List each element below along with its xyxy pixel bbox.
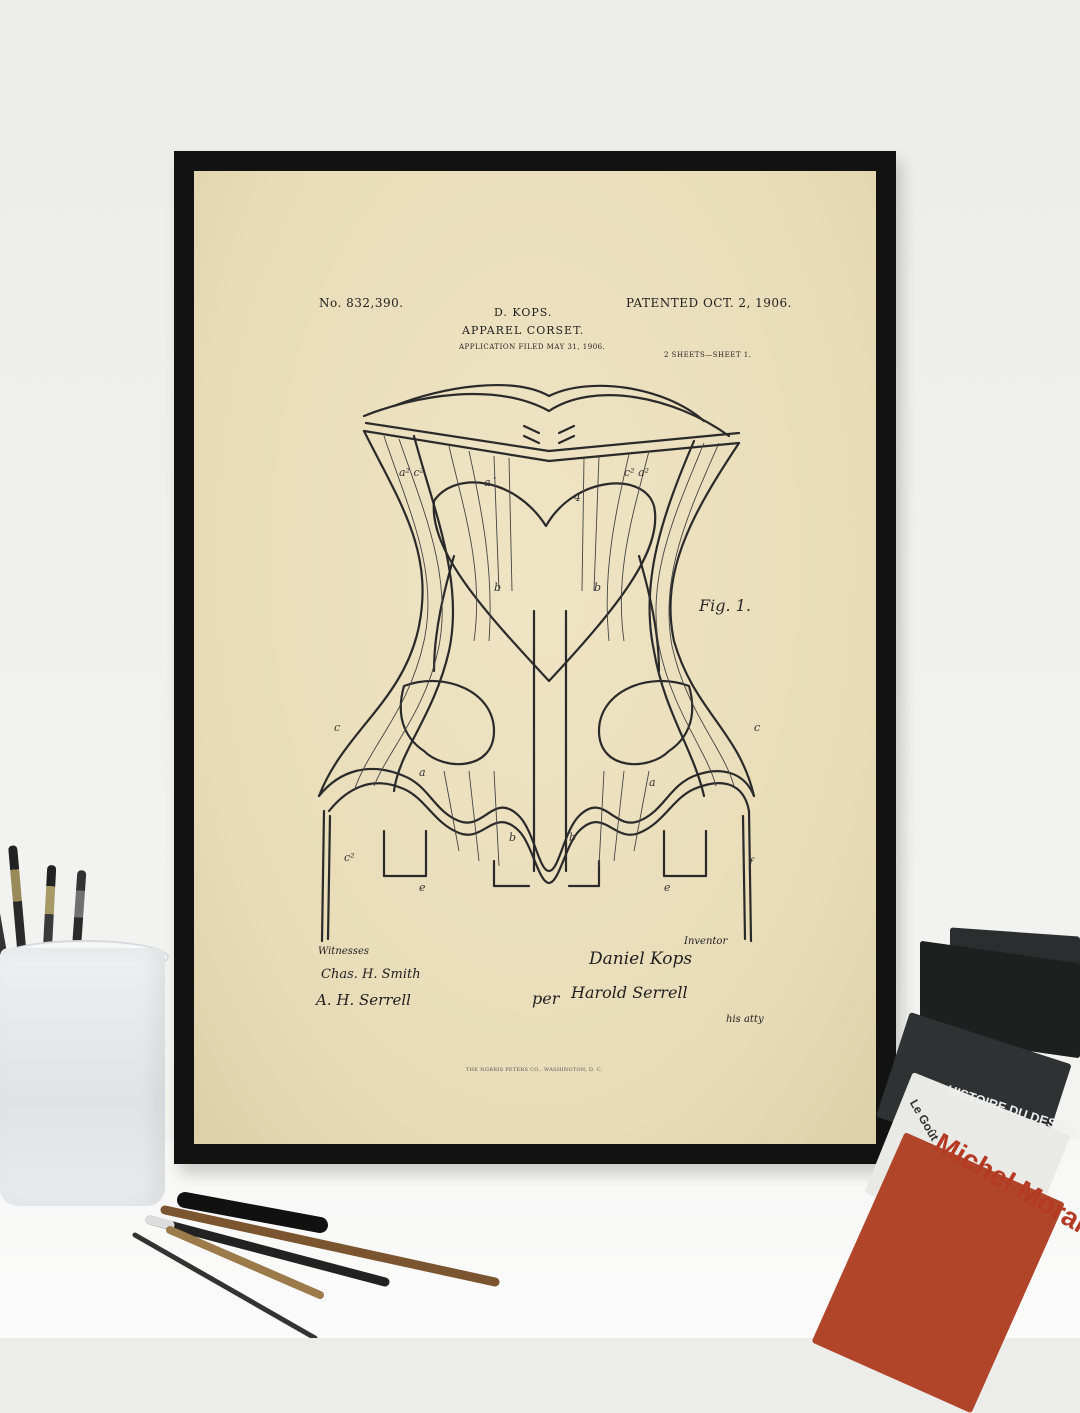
- svg-text:b: b: [569, 831, 576, 844]
- witness-signature-2: A. H. Serrell: [316, 991, 411, 1009]
- patent-paper: No. 832,390. PATENTED OCT. 2, 1906. D. K…: [194, 171, 876, 1144]
- patent-date: PATENTED OCT. 2, 1906.: [626, 296, 792, 310]
- attorney-signature: Harold Serrell: [571, 983, 688, 1002]
- svg-text:a: a: [649, 776, 656, 789]
- patent-sheets: 2 SHEETS—SHEET 1.: [664, 351, 752, 359]
- patent-filed-date: APPLICATION FILED MAY 31, 1906.: [459, 343, 606, 351]
- poster-frame: No. 832,390. PATENTED OCT. 2, 1906. D. K…: [174, 151, 896, 1164]
- svg-text:c²: c²: [344, 851, 355, 864]
- inventor-signature: Daniel Kops: [589, 949, 693, 969]
- pencil-icon: [160, 1205, 500, 1287]
- figure-label: Fig. 1.: [698, 596, 751, 615]
- svg-text:c: c: [754, 721, 760, 734]
- svg-text:b: b: [594, 581, 601, 594]
- printer-footer: THE NORRIS PETERS CO., WASHINGTON, D. C.: [466, 1067, 603, 1073]
- pencils: [132, 1192, 500, 1338]
- book-stack: HISTOIRE DU DESIGN Michel Moran Le Goût: [811, 927, 1080, 1413]
- svg-text:4: 4: [573, 491, 581, 504]
- svg-text:e: e: [664, 881, 671, 894]
- pencil-icon: [166, 1226, 324, 1299]
- patent-title: APPAREL CORSET.: [462, 324, 585, 337]
- svg-text:a´: a´: [484, 476, 497, 489]
- patent-number: No. 832,390.: [319, 296, 404, 310]
- witness-signature-1: Chas. H. Smith: [321, 967, 421, 982]
- svg-text:b: b: [509, 831, 516, 844]
- pencil-icon: [145, 1215, 175, 1230]
- attorney-abbrev: his atty: [726, 1014, 764, 1025]
- brush-cup: [0, 948, 165, 1206]
- pencil-icon: [177, 1192, 328, 1233]
- patent-inventor-name: D. KOPS.: [494, 306, 553, 319]
- svg-text:c² a²: c² a²: [624, 466, 649, 479]
- svg-text:c: c: [334, 721, 340, 734]
- corset-drawing: a² c² a´ c² a² 4 b b a a b b c c c² f e …: [317, 383, 760, 943]
- pencil-icon: [145, 1215, 390, 1287]
- pencil-icon: [132, 1232, 318, 1338]
- svg-text:b: b: [494, 581, 501, 594]
- per-label: per: [532, 989, 560, 1008]
- svg-text:a² c²: a² c²: [399, 466, 424, 479]
- svg-text:f: f: [748, 856, 755, 869]
- svg-text:e: e: [419, 881, 426, 894]
- svg-text:a: a: [419, 766, 426, 779]
- inventor-label: Inventor: [684, 936, 728, 947]
- witnesses-label: Witnesses: [318, 946, 369, 957]
